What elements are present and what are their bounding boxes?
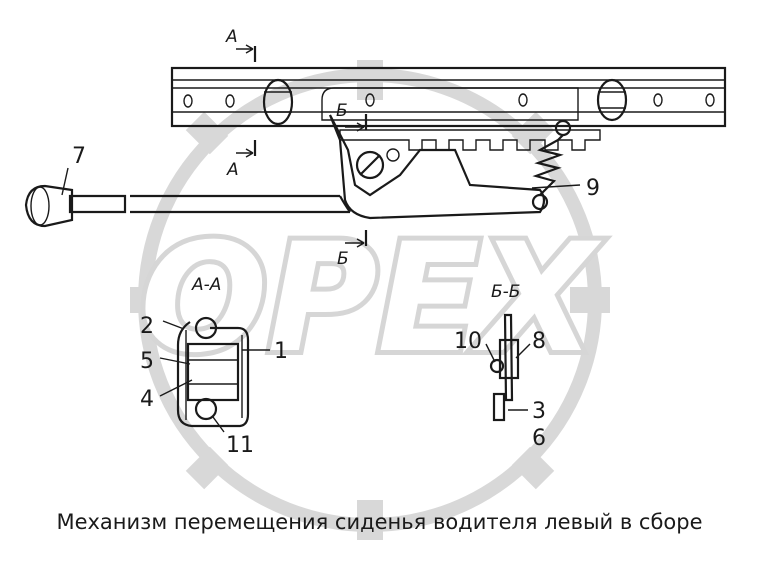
section-b-top: Б: [336, 101, 348, 121]
section-a-bottom: А: [226, 160, 239, 180]
spring: [532, 134, 564, 196]
callout-2: 2: [140, 314, 154, 339]
leader-lines: [61, 167, 581, 433]
callouts: 7 9 2 1 5 4 11 10 8 3 6: [72, 144, 600, 458]
section-b-bottom: Б: [337, 249, 349, 269]
section-bb-title: Б-Б: [491, 282, 520, 302]
seat-rail: [170, 66, 727, 151]
callout-7: 7: [72, 144, 86, 169]
section-a-top: А: [225, 27, 238, 47]
section-aa-title: А-А: [191, 275, 221, 295]
section-aa-view: А-А: [176, 275, 250, 428]
watermark-logo: OPEX: [130, 60, 610, 540]
callout-1: 1: [274, 339, 288, 364]
watermark-text: OPEX: [140, 212, 602, 386]
callout-11: 11: [226, 433, 254, 458]
callout-3: 3: [532, 399, 546, 424]
callout-5: 5: [140, 349, 154, 374]
callout-8: 8: [532, 329, 546, 354]
figure-caption: Механизм перемещения сиденья водителя ле…: [56, 510, 703, 534]
section-markers: А А Б Б: [225, 27, 368, 269]
callout-10: 10: [454, 329, 482, 354]
callout-9: 9: [586, 176, 600, 201]
callout-6: 6: [532, 426, 546, 451]
handle-rod: [24, 184, 351, 228]
callout-4: 4: [140, 387, 154, 412]
section-bb-view: Б-Б: [489, 282, 520, 422]
